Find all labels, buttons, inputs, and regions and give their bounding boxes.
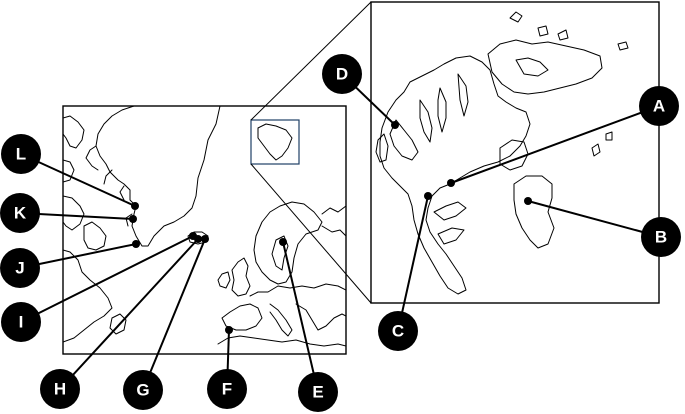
marker-K[interactable] (0, 193, 40, 233)
marker-label-L: L (16, 145, 26, 164)
svalbard-coastlines (375, 11, 629, 295)
endpoint-I (189, 232, 197, 240)
coastline-edgeoya (513, 175, 555, 249)
leader-line-A (450, 105, 660, 184)
marker-label-A: A (653, 97, 665, 116)
coastline-newfoundland (109, 313, 127, 335)
marker-H[interactable] (40, 369, 80, 409)
marker-label-G: G (136, 381, 149, 400)
marker-F[interactable] (207, 369, 247, 409)
leader-line-E (282, 241, 319, 393)
endpoint-B (524, 197, 532, 205)
marker-group-K: K (0, 193, 137, 233)
endpoint-G (201, 235, 209, 243)
inset-highlight-box (250, 119, 300, 165)
endpoint-L (131, 202, 139, 210)
coastline-russia-north (321, 205, 346, 237)
coastline-svalbard-small (257, 123, 293, 161)
endpoint-E (279, 238, 287, 246)
coastline-greenland-fjords (85, 145, 133, 227)
main-map (62, 1, 372, 355)
coastline-scandinavia (253, 201, 323, 285)
leader-line-C (397, 195, 429, 332)
coastline-spitsbergen (379, 55, 531, 295)
marker-group-D: D (322, 54, 399, 129)
coastline-spitsbergen-fjords (389, 73, 469, 245)
marker-group-L: L (1, 134, 139, 210)
inset-connector-top (250, 1, 372, 121)
endpoint-F (225, 326, 233, 334)
marker-group-J: J (0, 240, 140, 288)
marker-group-F: F (207, 326, 247, 409)
leader-line-G (142, 238, 206, 391)
leader-line-L (20, 153, 136, 207)
coastline-prins-karls-forland (375, 133, 389, 163)
marker-label-F: F (222, 380, 232, 399)
leader-line-I (20, 235, 194, 323)
marker-group-H: H (40, 235, 202, 409)
endpoint-K (129, 215, 137, 223)
marker-E[interactable] (298, 372, 338, 412)
inset-connector-bottom (250, 163, 372, 304)
marker-J[interactable] (0, 248, 40, 288)
coastline-hopen (591, 131, 613, 157)
coastline-ireland (217, 271, 231, 289)
marker-D[interactable] (322, 54, 362, 94)
marker-group-A: A (447, 86, 679, 187)
leader-line-H (59, 238, 199, 390)
marker-I[interactable] (1, 302, 41, 342)
coastline-north-africa (217, 335, 346, 347)
marker-L[interactable] (1, 134, 41, 174)
coastline-north-islets (509, 11, 629, 51)
marker-group-B: B (524, 197, 681, 257)
marker-A[interactable] (639, 86, 679, 126)
marker-label-C: C (392, 322, 404, 341)
endpoint-D (391, 121, 399, 129)
coastline-canada-arctic (63, 115, 85, 231)
marker-label-H: H (54, 380, 66, 399)
marker-G[interactable] (123, 370, 163, 410)
marker-label-D: D (336, 65, 348, 84)
coastline-baltic (271, 235, 289, 271)
marker-C[interactable] (378, 311, 418, 351)
svalbard-inset-frame (370, 1, 660, 304)
coastline-baffin (83, 221, 107, 251)
marker-B[interactable] (641, 217, 681, 257)
marker-group-G: G (123, 235, 209, 410)
marker-label-I: I (19, 313, 24, 332)
coastline-europe (221, 283, 346, 331)
marker-label-J: J (15, 259, 24, 278)
leader-line-B (527, 200, 662, 238)
coastline-nordaustlandet-inner (515, 57, 549, 77)
endpoint-A (447, 179, 455, 187)
marker-group-I: I (1, 232, 197, 342)
main-map-coastlines (63, 106, 346, 347)
marker-group-C: C (378, 192, 432, 351)
svalbard-inset (370, 1, 660, 304)
marker-label-K: K (14, 204, 27, 223)
coastline-nordaustlandet (487, 39, 603, 95)
endpoint-C (424, 192, 432, 200)
coastline-britain (231, 257, 251, 297)
main-map-frame (62, 105, 347, 355)
coastline-balkans (295, 303, 346, 331)
coastline-italy (269, 303, 293, 337)
marker-label-E: E (312, 383, 323, 402)
marker-group-E: E (279, 238, 338, 412)
marker-label-B: B (655, 228, 667, 247)
endpoint-J (132, 240, 140, 248)
coastline-labrador (63, 249, 113, 343)
marker-layer: A B C D (0, 54, 681, 412)
